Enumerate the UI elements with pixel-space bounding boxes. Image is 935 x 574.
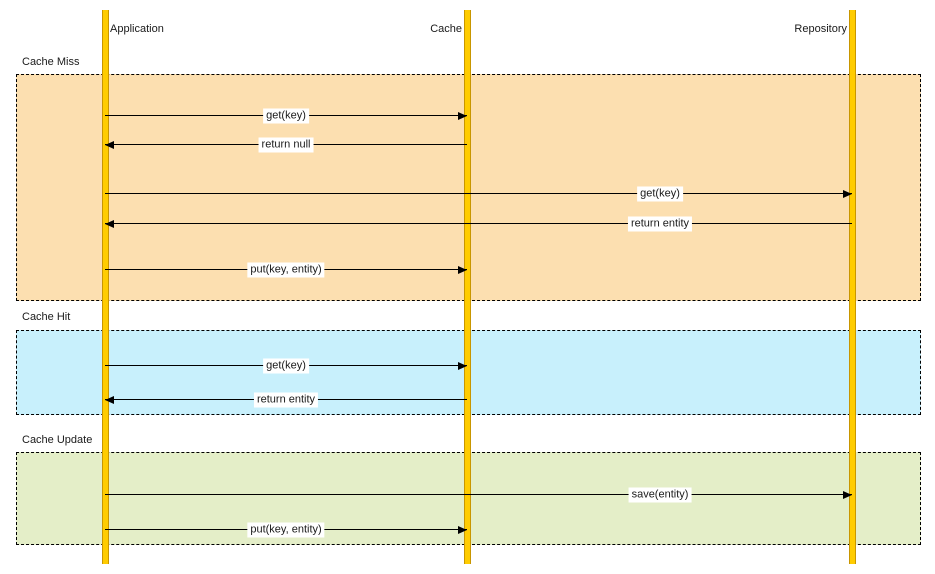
arrowhead-right-5: [458, 361, 467, 370]
lifeline-application[interactable]: [102, 10, 109, 564]
arrowhead-left-6: [105, 395, 114, 404]
message-label-return-entity-6: return entity: [253, 392, 319, 408]
lifeline-repository[interactable]: [849, 10, 856, 564]
participant-label-cache: Cache: [430, 23, 462, 35]
message-label-put-key-entity-4: put(key, entity): [247, 262, 325, 278]
message-label-save-entity-7: save(entity): [628, 487, 692, 503]
arrowhead-right-8: [458, 525, 467, 534]
participant-label-application: Application: [110, 23, 164, 35]
fragment-label-cache-update: Cache Update: [22, 434, 93, 446]
message-line-save-entity-7: [105, 494, 852, 495]
message-label-return-entity-3: return entity: [627, 216, 693, 232]
message-label-put-key-entity-8: put(key, entity): [247, 522, 325, 538]
arrowhead-right-7: [843, 490, 852, 499]
message-label-get-key-0: get(key): [263, 108, 309, 124]
lifeline-cache[interactable]: [464, 10, 471, 564]
message-label-get-key-5: get(key): [263, 358, 309, 374]
message-line-return-entity-3: [105, 223, 852, 224]
arrowhead-left-3: [105, 219, 114, 228]
fragment-label-cache-hit: Cache Hit: [22, 311, 71, 323]
arrowhead-left-1: [105, 140, 114, 149]
message-label-get-key-2: get(key): [637, 186, 683, 202]
arrowhead-right-2: [843, 189, 852, 198]
arrowhead-right-4: [458, 265, 467, 274]
participant-label-repository: Repository: [794, 23, 847, 35]
arrowhead-right-0: [458, 111, 467, 120]
message-line-get-key-2: [105, 193, 852, 194]
message-label-return-null-1: return null: [258, 137, 314, 153]
fragment-label-cache-miss: Cache Miss: [22, 56, 80, 68]
